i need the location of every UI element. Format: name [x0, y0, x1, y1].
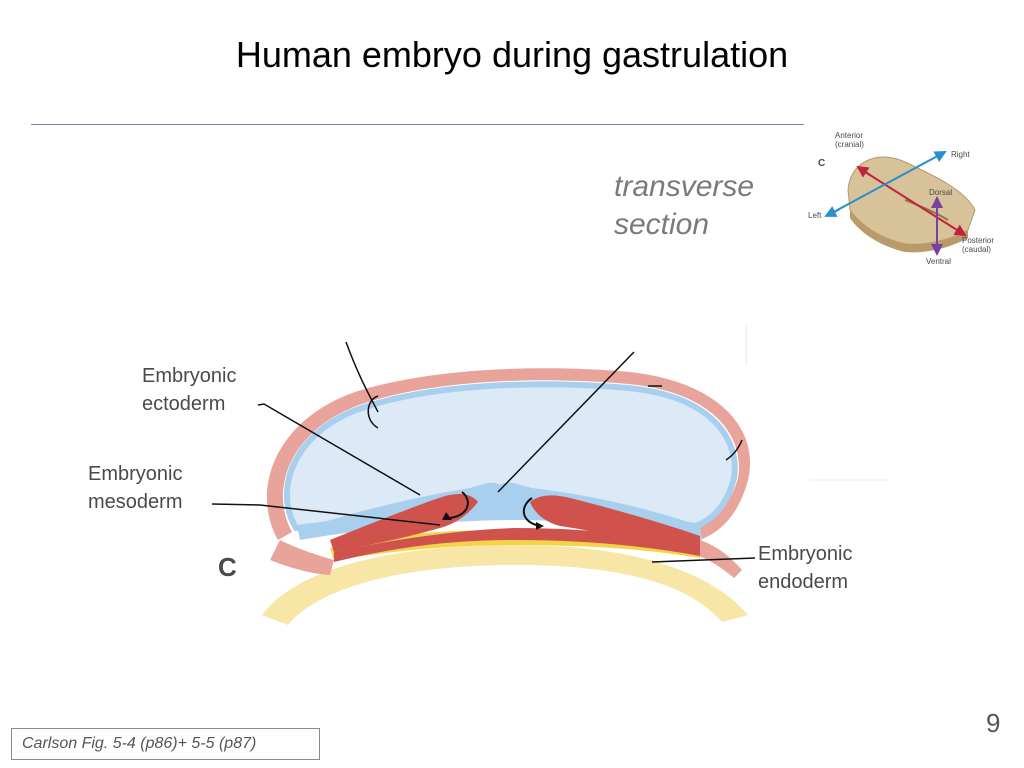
section-label-line1: transverse: [614, 170, 755, 203]
invagination-arrow-left: [449, 491, 469, 519]
left-right-arrow: [829, 151, 947, 215]
mesoderm-leader-line: [211, 503, 441, 526]
streak-leader-line: [497, 351, 635, 493]
citation-box: Carlson Fig. 5-4 (p86)+ 5-5 (p87): [11, 728, 320, 760]
caudal-label: (caudal): [962, 245, 991, 254]
main-panel-letter: C: [218, 552, 237, 582]
dorsal-label: Dorsal: [929, 188, 952, 197]
ectoderm-leader-line: [257, 403, 421, 496]
right-leader-line: [725, 439, 743, 461]
right-label: Right: [951, 150, 970, 159]
anterior-posterior-arrow: [861, 169, 967, 237]
left-arrowhead: [824, 206, 841, 217]
ventral-label: Ventral: [926, 257, 951, 266]
invagination-arrowhead-right: [536, 522, 544, 530]
mesoderm-lower-band: [334, 528, 700, 562]
page-number: 9: [986, 708, 1001, 738]
ectoderm-label-line1: Embryonic: [142, 365, 236, 387]
cranial-label: (cranial): [835, 140, 864, 149]
invagination-arrowhead-left: [442, 512, 452, 520]
endoderm-label-line2: endoderm: [758, 571, 848, 593]
mesoderm-right: [530, 495, 700, 552]
amnion-lower-band: [270, 540, 334, 575]
ectoderm-label-line2: ectoderm: [142, 393, 225, 415]
anterior-arrowhead: [856, 165, 871, 178]
endoderm-label-line1: Embryonic: [758, 543, 852, 565]
posterior-label: Posterior: [962, 236, 994, 245]
amnion-leader-hook: [367, 395, 379, 429]
title-divider: [31, 124, 804, 125]
mesoderm-label-line2: mesoderm: [88, 491, 182, 513]
amnion-leader-line: [345, 341, 379, 413]
left-label: Left: [808, 211, 822, 220]
endoderm-leader-line: [651, 557, 756, 563]
inset-panel-letter: C: [818, 158, 825, 169]
mesoderm-left: [330, 494, 478, 552]
mesoderm-label-line1: Embryonic: [88, 463, 182, 485]
slide-title: Human embryo during gastrulation: [235, 34, 789, 75]
anterior-label: Anterior: [835, 131, 863, 140]
invagination-arrow-right: [522, 497, 541, 527]
section-label-line2: section: [614, 208, 710, 241]
yolk-sac-wall: [262, 545, 748, 625]
section-label: transverse section: [614, 168, 754, 244]
